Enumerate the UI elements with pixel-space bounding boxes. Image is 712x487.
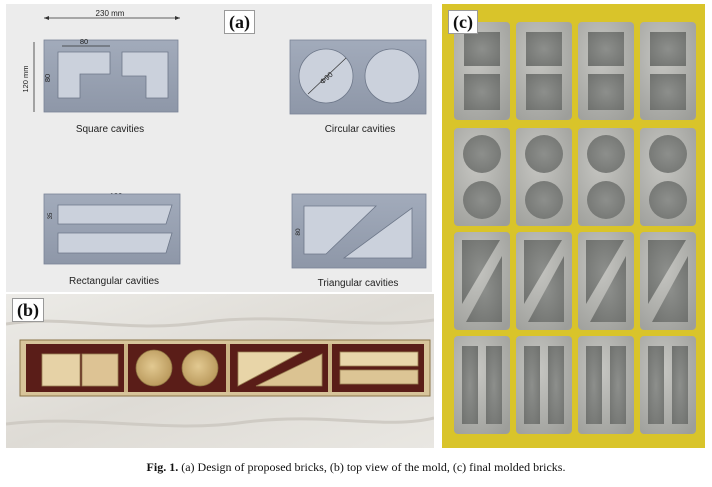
triangular-cavities-caption: Triangular cavities xyxy=(318,278,399,289)
figure-caption: Fig. 1. (a) Design of proposed bricks, (… xyxy=(0,460,712,475)
brick-row-square xyxy=(454,22,696,120)
panel-a-design: 230 mm 120 mm 80 80 Square cavities Φ90 … xyxy=(6,4,432,292)
height-dimension-label: 120 mm xyxy=(21,65,30,92)
figure-caption-prefix: Fig. 1. xyxy=(146,460,179,474)
square-cavity-left xyxy=(57,51,111,99)
square-cavities-brick: 230 mm 120 mm 80 80 Square cavities xyxy=(21,9,180,135)
brick-row-triangular xyxy=(454,232,696,330)
width-dimension-label: 230 mm xyxy=(96,9,125,18)
molded-bricks-photo xyxy=(442,4,705,448)
panel-c-label: (c) xyxy=(448,10,478,34)
triangular-inserts xyxy=(237,351,323,387)
circular-cavities-brick: Φ90 Circular cavities xyxy=(289,39,427,135)
rect-height-label: 35 xyxy=(48,212,54,219)
panel-b-mold-photo: (b) xyxy=(6,294,434,448)
square-cavities-caption: Square cavities xyxy=(76,124,144,135)
triangular-cavities-brick: 160 80 Triangular cavities xyxy=(291,193,427,289)
tri-height-label: 80 xyxy=(295,228,302,236)
brick-row-rectangular xyxy=(454,336,696,434)
panel-b-label: (b) xyxy=(12,298,44,322)
square-cavity-right xyxy=(121,51,169,99)
design-drawings: 230 mm 120 mm 80 80 Square cavities Φ90 … xyxy=(21,9,427,289)
rect-cavity-top xyxy=(57,204,173,225)
tri-cavity-left xyxy=(303,205,377,255)
panel-c-bricks-photo: (c) xyxy=(442,4,705,448)
rect-cavity-bottom xyxy=(57,232,173,254)
rectangular-cavities-caption: Rectangular cavities xyxy=(69,276,159,287)
circular-inserts xyxy=(135,349,219,387)
circular-cavities-caption: Circular cavities xyxy=(325,124,396,135)
panel-a-label: (a) xyxy=(224,10,255,34)
mold-frame xyxy=(19,339,431,397)
figure-caption-text: (a) Design of proposed bricks, (b) top v… xyxy=(181,460,566,474)
rectangular-inserts xyxy=(339,351,419,385)
square-side-label: 80 xyxy=(80,37,88,46)
brick-row-circular xyxy=(454,128,696,226)
circular-cavity-right xyxy=(364,48,420,104)
rectangular-cavities-brick: 180 35 Rectangular cavities xyxy=(43,191,181,287)
square-height-label: 80 xyxy=(43,74,52,82)
mold-photo xyxy=(6,294,434,448)
tri-cavity-right xyxy=(342,207,413,259)
square-inserts xyxy=(41,353,119,387)
